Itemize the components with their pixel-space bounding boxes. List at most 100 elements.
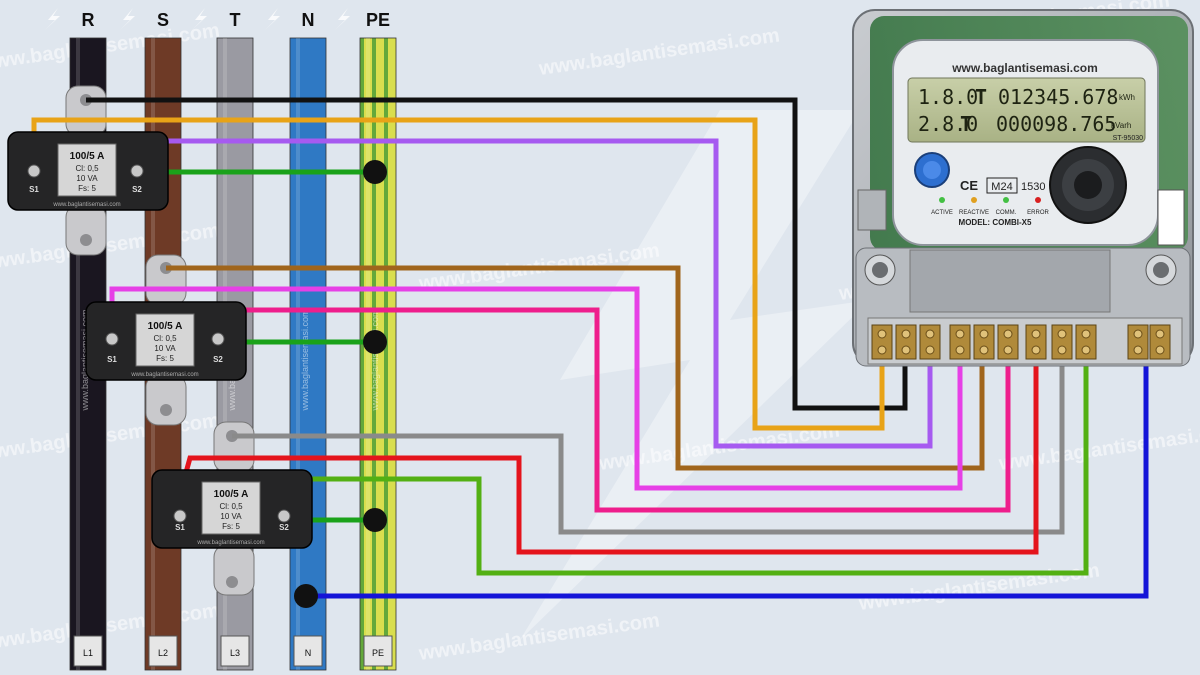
lightning-icon [45,8,60,30]
phase-label-l1: R [82,10,95,30]
terminal [949,324,971,360]
bar-tag-text: L3 [230,648,240,658]
terminal [1075,324,1097,360]
wire-l2-voltage [166,265,985,471]
terminal-screw-icon [955,329,965,339]
led-label: ACTIVE [931,210,953,216]
ct-class: Cl: 0,5 [75,164,99,173]
lcd-line1-code: 1.8.0 [918,85,978,109]
wire-ct1-s1 [31,117,885,431]
phase-label-l3: T [230,10,241,30]
wire-ct3-s1 [174,360,1039,555]
wire-ct2-s1 [109,286,963,491]
terminal [1051,324,1073,360]
lightning-icon [335,8,350,30]
ct-fs: Fs: 5 [222,522,240,531]
terminal [1149,324,1171,360]
lcd-line2-unit: kVarh [1111,121,1131,130]
ct-class: Cl: 0,5 [153,334,177,343]
terminal-screw-icon [1003,345,1013,355]
bar-tag-text: L2 [158,648,168,658]
bar-tag-text: N [305,648,312,658]
led-label: ERROR [1027,210,1049,216]
terminal-screw-icon [925,329,935,339]
meter-year: 1530 [1021,181,1045,193]
lightning-watermark-icon [520,110,870,640]
ct-s1-label: S1 [107,355,117,364]
lcd-line2-code: 2.8.0 [918,112,978,136]
terminal [973,324,995,360]
ct-s2-label: S2 [279,523,289,532]
ct-s1-label: S1 [175,523,185,532]
meter-terminals [871,324,1171,360]
lightning-icon [265,8,280,30]
bar-tag [73,635,103,667]
terminal-screw-icon [877,329,887,339]
terminal [919,324,941,360]
ct-ratio: 100/5 A [214,489,249,500]
ct-s2-label: S2 [213,355,223,364]
terminal [895,324,917,360]
bar-tag [293,635,323,667]
terminal-screw-icon [979,329,989,339]
electricity-meter: www.baglantisemasi.com 1.8.0 T 012345.67… [852,9,1194,367]
bar-site-text: www.baglantisemasi.com [80,309,90,411]
ct-s1-screw-icon [27,164,41,178]
terminal [1025,324,1047,360]
terminal-screw-icon [1057,345,1067,355]
connection-points [294,160,387,608]
led-comm-icon [1003,197,1009,203]
ct-s2-screw-icon [277,509,291,523]
terminal-screw-icon [925,345,935,355]
terminal-screw-icon [955,345,965,355]
wire-neutral [306,360,1149,599]
terminal-screw-icon [1133,345,1143,355]
led-reactive-icon [971,197,977,203]
led-active-icon [939,197,945,203]
ct-s1-screw-icon [105,332,119,346]
terminal-screw-icon [1155,345,1165,355]
terminal-screw-icon [1081,329,1091,339]
ct-site: www.baglantisemasi.com [130,372,198,378]
terminal [997,324,1019,360]
meter-lcd [907,77,1146,143]
terminal [871,324,893,360]
ct-s2-label: S2 [132,185,142,194]
terminal [1127,324,1149,360]
terminal-screw-icon [1031,345,1041,355]
meter-site-text: www.baglantisemasi.com [951,61,1098,75]
ct-s1-label: S1 [29,185,39,194]
led-label: REACTIVE [959,210,989,216]
ct-burden: 10 VA [154,344,176,353]
terminal-screw-icon [979,345,989,355]
lcd-line1-unit: kWh [1119,93,1135,102]
lightning-icon [192,8,207,30]
terminal-screw-icon [901,329,911,339]
meter-model: MODEL: COMBI-X5 [959,218,1032,227]
terminal-screw-icon [877,345,887,355]
wire-l1-voltage [86,97,908,411]
ct-ratio: 100/5 A [70,151,105,162]
lcd-line1-t: T [975,85,987,109]
bar-tag [363,635,393,667]
ce-mark: CE [960,178,978,193]
watermark-text: www.baglantisemasi.com [0,599,221,655]
lcd-line2-t: T [960,112,972,136]
ct-class: Cl: 0,5 [219,502,243,511]
bar-tag-text: PE [372,648,384,658]
meter-m-mark: M24 [991,181,1012,193]
ct-burden: 10 VA [76,174,98,183]
phase-label-l2: S [157,10,169,30]
terminal-screw-icon [1031,329,1041,339]
ct-fs: Fs: 5 [156,354,174,363]
terminal-screw-icon [1133,329,1143,339]
bar-tag [220,635,250,667]
ct-s2-screw-icon [130,164,144,178]
ct-ratio: 100/5 A [148,321,183,332]
